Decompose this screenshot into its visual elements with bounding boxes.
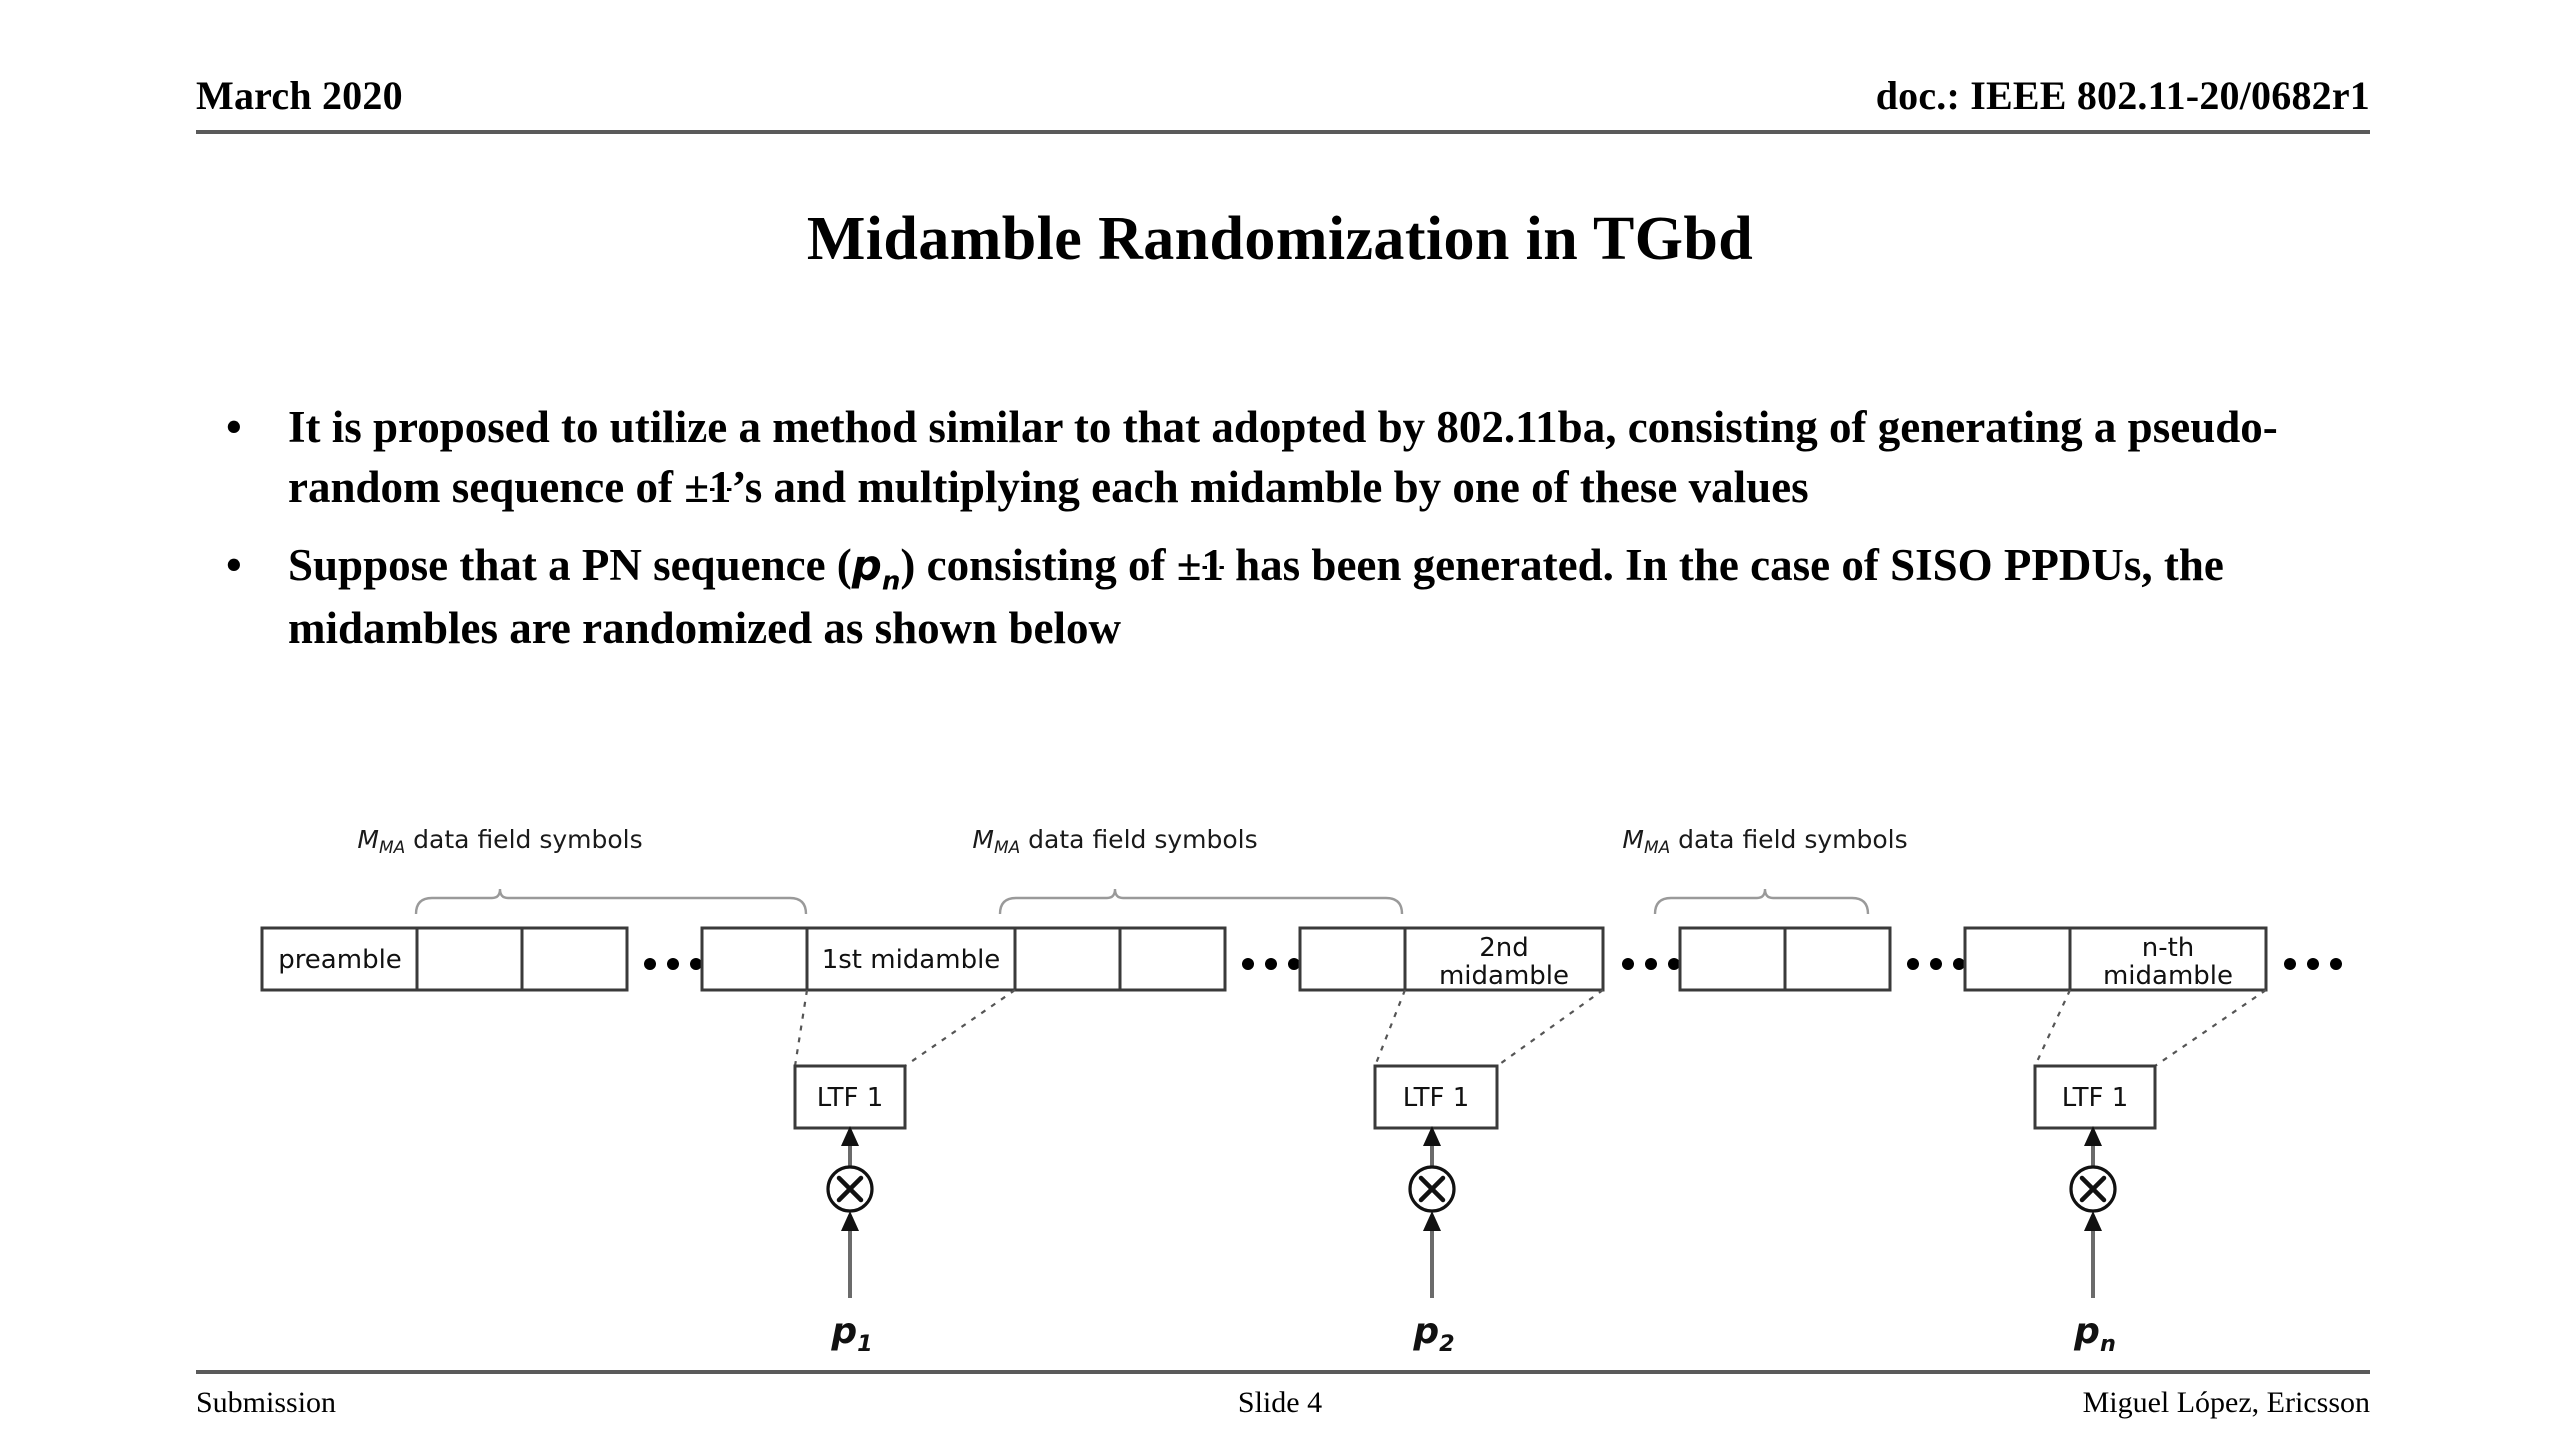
arrow-head-ltf-2 xyxy=(1423,1126,1441,1146)
footer-submission: Submission xyxy=(196,1386,337,1419)
ltf-group-3: LTF 1 xyxy=(2033,1064,2157,1130)
box-data xyxy=(520,926,629,992)
pn-label-3: pn xyxy=(2073,1311,2116,1357)
brace-label-3: MMA data field symbols xyxy=(1622,825,1907,858)
leader-line-na xyxy=(2034,989,2071,1067)
box-label-midamble-2-line1: 2nd xyxy=(1479,933,1529,963)
box-data xyxy=(1298,926,1407,992)
brace-label-2: MMA data field symbols xyxy=(972,825,1257,858)
plusminus-one: ±1 xyxy=(1176,539,1224,590)
multiplier-chain-2: p2 xyxy=(1408,1126,1456,1357)
box-data xyxy=(1678,926,1787,992)
box-data xyxy=(1963,926,2072,992)
multiplier-chain-1: p1 xyxy=(826,1126,874,1357)
pn-variable: pn xyxy=(851,540,901,597)
multiply-x-stroke xyxy=(836,1175,864,1203)
header-doc-number: doc.: IEEE 802.11-20/0682r1 xyxy=(1875,73,2370,118)
bullet-item: • It is proposed to utilize a method sim… xyxy=(208,398,2388,518)
bullet-marker: • xyxy=(226,402,242,452)
pn-label-2: p2 xyxy=(1412,1311,1454,1357)
ltf-group-1: LTF 1 xyxy=(793,1064,907,1130)
ltf-group-2: LTF 1 xyxy=(1373,1064,1499,1130)
box-midamble-2 xyxy=(1403,926,1605,992)
box-preamble xyxy=(260,926,419,992)
arrow-head-pn-1 xyxy=(841,1211,859,1231)
multiplier-chain-3: pn xyxy=(2069,1126,2117,1357)
box-label-ltf-1: LTF 1 xyxy=(817,1083,884,1113)
ellipsis-5 xyxy=(2284,958,2342,970)
footer-slide-number: Slide 4 xyxy=(1237,1386,1323,1419)
page-title: Midamble Randomization in TGbd xyxy=(806,205,1754,273)
bullet-text: Suppose that a PN sequence (pn) consisti… xyxy=(288,539,2224,653)
box-label-midamble-n-line2: midamble xyxy=(2103,961,2233,991)
ellipsis-2 xyxy=(1242,958,1300,970)
box-data xyxy=(1118,926,1227,992)
ellipsis-1 xyxy=(644,958,702,970)
brace-1 xyxy=(414,888,808,915)
ellipsis-3 xyxy=(1622,958,1680,970)
ppdu-group-e: n-th midamble xyxy=(1963,926,2268,992)
leader-line-nb xyxy=(2154,989,2267,1067)
ellipsis-4 xyxy=(1907,958,1965,970)
arrow-head-ltf-3 xyxy=(2084,1126,2102,1146)
midamble-randomization-diagram: MMA data field symbols MMA data field sy… xyxy=(0,818,2560,1378)
leader-line-2b xyxy=(1496,989,1604,1067)
bullet-item: • Suppose that a PN sequence (pn) consis… xyxy=(208,536,2388,659)
box-ltf-2 xyxy=(1373,1064,1499,1130)
box-midamble-n xyxy=(2068,926,2268,992)
ppdu-group-b: 1st midamble xyxy=(700,926,1227,992)
ppdu-group-a: preamble xyxy=(260,926,629,992)
box-data xyxy=(1783,926,1892,992)
ppdu-group-c: 2nd midamble xyxy=(1298,926,1605,992)
box-label-preamble: preamble xyxy=(278,945,402,975)
footer-author: Miguel López, Ericsson xyxy=(2082,1386,2370,1419)
box-label-ltf-2: LTF 1 xyxy=(1403,1083,1470,1113)
bullet-text: It is proposed to utilize a method simil… xyxy=(288,402,2278,512)
box-label-midamble-n-line1: n-th xyxy=(2142,933,2195,963)
leader-line-1b xyxy=(904,989,1016,1067)
box-data xyxy=(415,926,524,992)
brace-2 xyxy=(998,888,1404,915)
box-label-midamble-1: 1st midamble xyxy=(822,945,1001,975)
header-rule xyxy=(196,130,2370,134)
box-midamble-1 xyxy=(805,926,1017,992)
pn-label-1: p1 xyxy=(830,1311,872,1357)
multiply-x-stroke xyxy=(1418,1175,1446,1203)
footer-rule xyxy=(196,1370,2370,1374)
leader-line-1a xyxy=(793,989,809,1067)
multiply-x-stroke xyxy=(2079,1175,2107,1203)
brace-3 xyxy=(1653,888,1870,915)
plusminus-one: ±1 xyxy=(684,461,732,512)
box-ltf-3 xyxy=(2033,1064,2157,1130)
ppdu-group-d xyxy=(1678,926,1892,992)
header-date: March 2020 xyxy=(196,73,403,118)
bullet-marker: • xyxy=(226,539,242,590)
box-label-midamble-2-line2: midamble xyxy=(1439,961,1569,991)
arrow-head-ltf-1 xyxy=(841,1126,859,1146)
box-label-ltf-3: LTF 1 xyxy=(2062,1083,2129,1113)
bullet-list: • It is proposed to utilize a method sim… xyxy=(208,398,2388,677)
arrow-head-pn-3 xyxy=(2084,1211,2102,1231)
box-data xyxy=(1013,926,1122,992)
leader-line-2a xyxy=(1373,989,1407,1067)
brace-label-1: MMA data field symbols xyxy=(357,825,642,858)
arrow-head-pn-2 xyxy=(1423,1211,1441,1231)
box-data xyxy=(700,926,809,992)
